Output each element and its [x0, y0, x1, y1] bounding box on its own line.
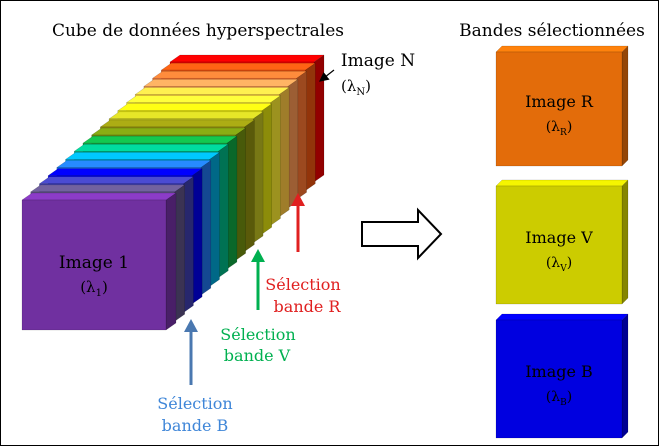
selection-v-arrow [251, 249, 265, 310]
cube-slice-top [82, 135, 238, 144]
cube-slice-top [64, 152, 221, 160]
cube-slice-top [47, 168, 203, 176]
band-box-lambda: (λB) [546, 389, 572, 408]
band-box-label: Image B [525, 362, 593, 381]
image-1-label: Image 1 [59, 253, 129, 273]
band-box-label: Image V [525, 228, 593, 247]
cube-title: Cube de données hyperspectrales [52, 21, 344, 41]
cube-slice-top [116, 103, 273, 111]
cube-slice-top [99, 119, 256, 128]
cube-slice-top [134, 87, 290, 95]
selected-bands-title: Bandes sélectionnées [459, 21, 645, 41]
selection-v-line2: bande V [224, 346, 291, 365]
band-box-label: Image R [525, 92, 594, 111]
cube-slice [21, 192, 177, 331]
image-1-lambda: (λ1) [80, 278, 108, 299]
band-box-side [621, 313, 629, 439]
transform-arrow [361, 207, 443, 261]
cube-slice-top [143, 79, 299, 87]
band-box-face [495, 185, 623, 305]
image-n-pointer-arrow [319, 69, 335, 82]
band-box-lambda: (λV) [546, 255, 572, 274]
band-box-side [621, 179, 629, 305]
band-box-top [495, 313, 629, 321]
selection-r-line1: Sélection [265, 275, 340, 294]
hyperspectral-cube [21, 54, 325, 331]
image-n-lambda: (λN) [341, 77, 371, 98]
band-box: Image B (λB) [495, 313, 629, 439]
selection-r-arrow [291, 193, 305, 252]
band-box-side [621, 45, 629, 167]
band-box: Image R (λR) [495, 45, 629, 167]
band-box-face [495, 319, 623, 439]
cube-slice-top [125, 95, 282, 103]
cube-slice-top [108, 111, 264, 120]
band-box-top [495, 179, 629, 187]
cube-slice-face [21, 199, 167, 331]
band-box: Image V (λV) [495, 179, 629, 305]
selection-r-line2: bande R [274, 297, 342, 316]
band-box-top [495, 45, 629, 53]
cube-slice-top [38, 176, 195, 185]
cube-slice-top [90, 127, 247, 136]
cube-slice-top [151, 70, 308, 79]
cube-slice-top [160, 62, 317, 71]
band-box-face [495, 51, 623, 167]
image-n-label: Image N [341, 51, 415, 71]
cube-slice-top [169, 54, 325, 63]
selection-b-line1: Sélection [157, 394, 232, 413]
band-box-lambda: (λR) [546, 119, 573, 138]
selection-v-line1: Sélection [220, 325, 295, 344]
selected-bands: Image R (λR) Image V (λV) Image B (λB) [495, 45, 629, 439]
selection-b-line2: bande B [162, 416, 229, 435]
cube-slice-side [165, 192, 177, 331]
selection-b-arrow [184, 319, 198, 385]
cube-slice-top [73, 144, 230, 152]
cube-slice-top [21, 192, 177, 201]
cube-slice-top [29, 184, 186, 193]
cube-slice-top [56, 160, 212, 168]
